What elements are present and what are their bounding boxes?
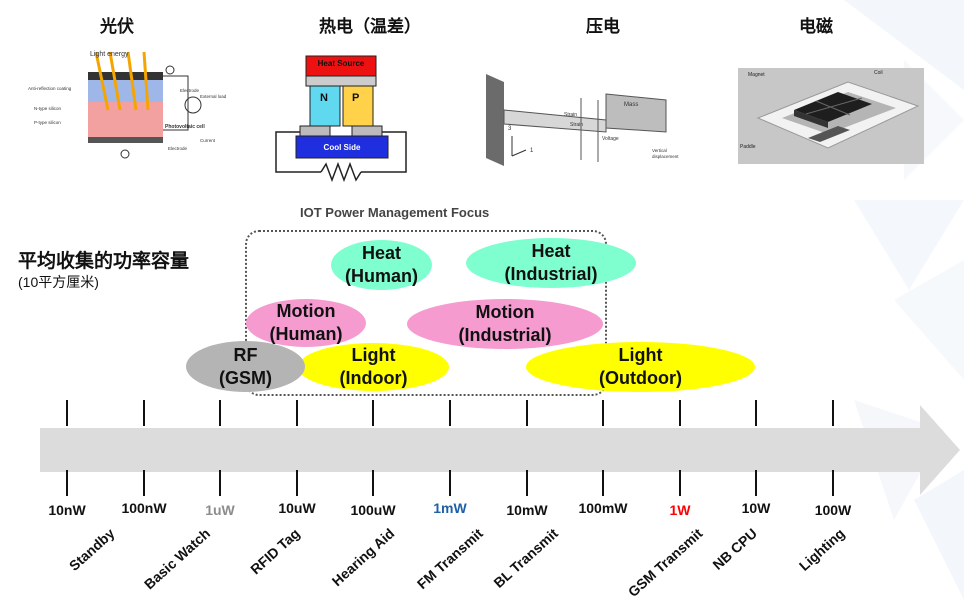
tick-mark	[143, 470, 145, 496]
application-label: Standby	[65, 525, 118, 574]
pv-label: N-type silicon	[34, 106, 62, 111]
source-label: RF (GSM)	[219, 344, 272, 388]
tick-mark	[372, 470, 374, 496]
application-label: RFID Tag	[247, 525, 303, 578]
header-piezoelectric: 压电	[586, 17, 620, 36]
source-light-indoor: Light (Indoor)	[298, 343, 449, 391]
source-heat-industrial: Heat (Industrial)	[466, 238, 636, 288]
power-level-label: 10mW	[506, 502, 548, 518]
power-level-label: 1mW	[433, 500, 467, 516]
source-light-outdoor: Light (Outdoor)	[526, 342, 755, 392]
header-electromagnetic: 电磁	[799, 17, 833, 36]
side-subtitle: (10平方厘米)	[18, 274, 99, 290]
tick-mark	[372, 400, 374, 426]
tick-mark	[66, 470, 68, 496]
power-level-label: 100nW	[121, 500, 167, 516]
piezo-mass-label: Mass	[624, 102, 639, 108]
tick-mark	[296, 400, 298, 426]
tick-mark	[755, 470, 757, 496]
em-harvester-image	[756, 81, 920, 149]
tick-mark	[449, 400, 451, 426]
application-label: BL Transmit	[490, 525, 562, 591]
source-motion-industrial: Motion (Industrial)	[407, 299, 603, 349]
tick-mark	[832, 470, 834, 496]
pv-label-light-energy: Light energy	[90, 51, 129, 58]
tick-mark	[449, 470, 451, 496]
iot-focus-label: IOT Power Management Focus	[300, 205, 490, 220]
tick-mark	[143, 400, 145, 426]
power-scale-arrow	[40, 405, 960, 495]
source-label: Heat (Human)	[345, 243, 418, 286]
source-label: Motion (Human)	[269, 301, 343, 344]
thermoelectric-figure: Heat Source Cool Side N P	[266, 52, 416, 187]
tick-mark	[602, 400, 604, 426]
thermoelectric-module-image	[275, 55, 407, 183]
source-label: Motion (Industrial)	[458, 302, 552, 345]
iot-focus-region	[245, 230, 607, 396]
power-level-label: 1uW	[205, 502, 235, 518]
power-level-label: 10uW	[278, 500, 316, 516]
application-label: GSM Transmit	[624, 525, 706, 600]
tick-mark	[832, 400, 834, 426]
power-level-label: 100mW	[578, 500, 628, 516]
em-paddle-label: Paddle	[740, 144, 756, 150]
pv-label: P-type silicon	[34, 120, 61, 125]
piezo-strain-label: Strain	[564, 112, 578, 118]
application-label: Hearing Aid	[328, 525, 398, 590]
electromagnetic-figure: Magnet Coil Paddle	[738, 68, 924, 164]
piezo-vertical-label: Vertical displacement	[652, 148, 679, 159]
header-thermoelectric: 热电（温差）	[319, 17, 421, 36]
tick-mark	[296, 470, 298, 496]
thermo-p-label: P	[352, 92, 360, 104]
piezo-axis-3: 3	[508, 126, 512, 132]
pv-label: Electrode	[168, 146, 188, 151]
tick-mark	[66, 400, 68, 426]
source-heat-human: Heat (Human)	[331, 240, 432, 290]
power-level-label: 10nW	[48, 502, 86, 518]
tick-mark	[219, 470, 221, 496]
pv-label: Photovoltaic cell	[165, 124, 205, 130]
tick-mark	[679, 470, 681, 496]
power-level-label: 100W	[814, 502, 852, 518]
photovoltaic-cell-image	[88, 51, 202, 159]
thermo-heat-label: Heat Source	[317, 59, 365, 68]
tick-mark	[679, 400, 681, 426]
tick-mark	[219, 400, 221, 426]
piezoelectric-figure: Mass Strain Strain Voltage Vertical disp…	[486, 70, 686, 170]
pv-label: Anti-reflection coating	[28, 86, 72, 91]
pv-label: Current	[200, 138, 216, 143]
tick-mark	[526, 470, 528, 496]
tick-mark	[755, 400, 757, 426]
application-label: FM Transmit	[413, 525, 486, 593]
source-motion-human: Motion (Human)	[246, 299, 366, 347]
power-level-label: 1W	[669, 502, 691, 518]
piezo-cantilever-image	[486, 74, 667, 166]
power-level-label: 100uW	[350, 502, 396, 518]
tick-mark	[526, 400, 528, 426]
pv-label: External load	[200, 94, 227, 99]
source-label: Heat (Industrial)	[504, 241, 598, 284]
photovoltaic-figure: Light energy Anti-reflection coating N-t…	[28, 50, 238, 165]
piezo-voltage-label: Voltage	[602, 136, 619, 142]
application-label: Basic Watch	[140, 525, 214, 593]
piezo-axis-1: 1	[530, 148, 534, 154]
em-magnet-label: Magnet	[748, 72, 765, 78]
source-label: Light (Indoor)	[339, 345, 408, 388]
thermo-cool-label: Cool Side	[323, 143, 361, 152]
pv-label: Electrode	[180, 88, 200, 93]
piezo-strain-label: Strain	[570, 122, 584, 128]
em-coil-label: Coil	[874, 70, 883, 76]
source-label: Light (Outdoor)	[599, 345, 682, 388]
side-title: 平均收集的功率容量	[18, 251, 190, 272]
power-level-label: 10W	[741, 500, 771, 516]
source-rf-gsm: RF (GSM)	[186, 341, 305, 392]
thermo-n-label: N	[320, 92, 328, 104]
header-photovoltaic: 光伏	[100, 17, 134, 36]
tick-mark	[602, 470, 604, 496]
